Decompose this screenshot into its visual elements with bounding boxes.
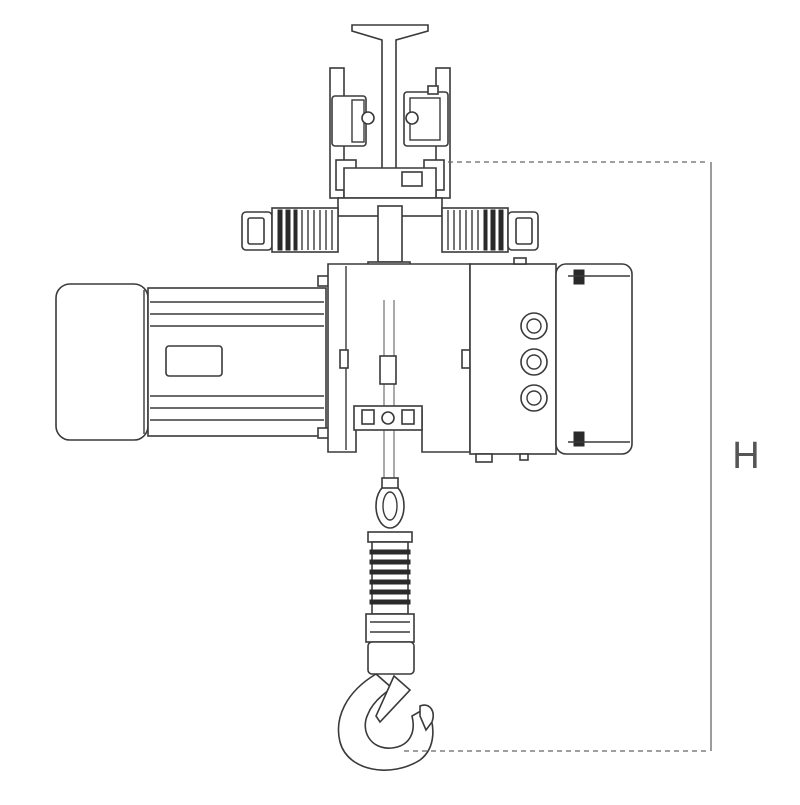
control-box (469, 257, 633, 463)
dimension-label-h: H (732, 435, 760, 477)
connector-icon (520, 312, 548, 340)
hook-block (337, 477, 435, 771)
buffer-left (241, 207, 339, 253)
connector-icon (520, 348, 548, 376)
hoist-motor (55, 275, 331, 441)
trolley (329, 67, 451, 217)
dimension-h (404, 161, 712, 752)
drum-housing (327, 263, 471, 482)
buffer-right (441, 207, 539, 253)
connector-icon (520, 384, 548, 412)
